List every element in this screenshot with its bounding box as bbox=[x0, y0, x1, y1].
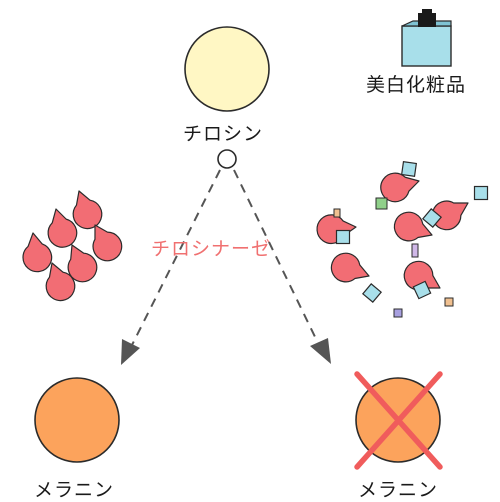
tyrosine-circle bbox=[184, 26, 270, 112]
arrow-left-head bbox=[121, 339, 140, 365]
arrow-left-line bbox=[131, 169, 221, 346]
product-label: 美白化粧品 bbox=[366, 74, 467, 96]
arrow-right-head bbox=[310, 338, 331, 364]
melanin-left-circle bbox=[34, 377, 120, 463]
cross-icon bbox=[354, 371, 443, 470]
melanin-right-label: メラニン bbox=[358, 479, 439, 501]
enzyme-label: チロシナーゼ bbox=[151, 238, 272, 260]
tyrosine-label: チロシン bbox=[183, 123, 264, 145]
enzyme-cluster-left bbox=[18, 185, 128, 306]
branch-node bbox=[217, 149, 237, 169]
molecule-particles bbox=[333, 197, 454, 318]
melanin-left-label: メラニン bbox=[34, 479, 115, 501]
cosmetic-jar-icon bbox=[401, 9, 452, 67]
arrow-right-line bbox=[233, 169, 319, 344]
